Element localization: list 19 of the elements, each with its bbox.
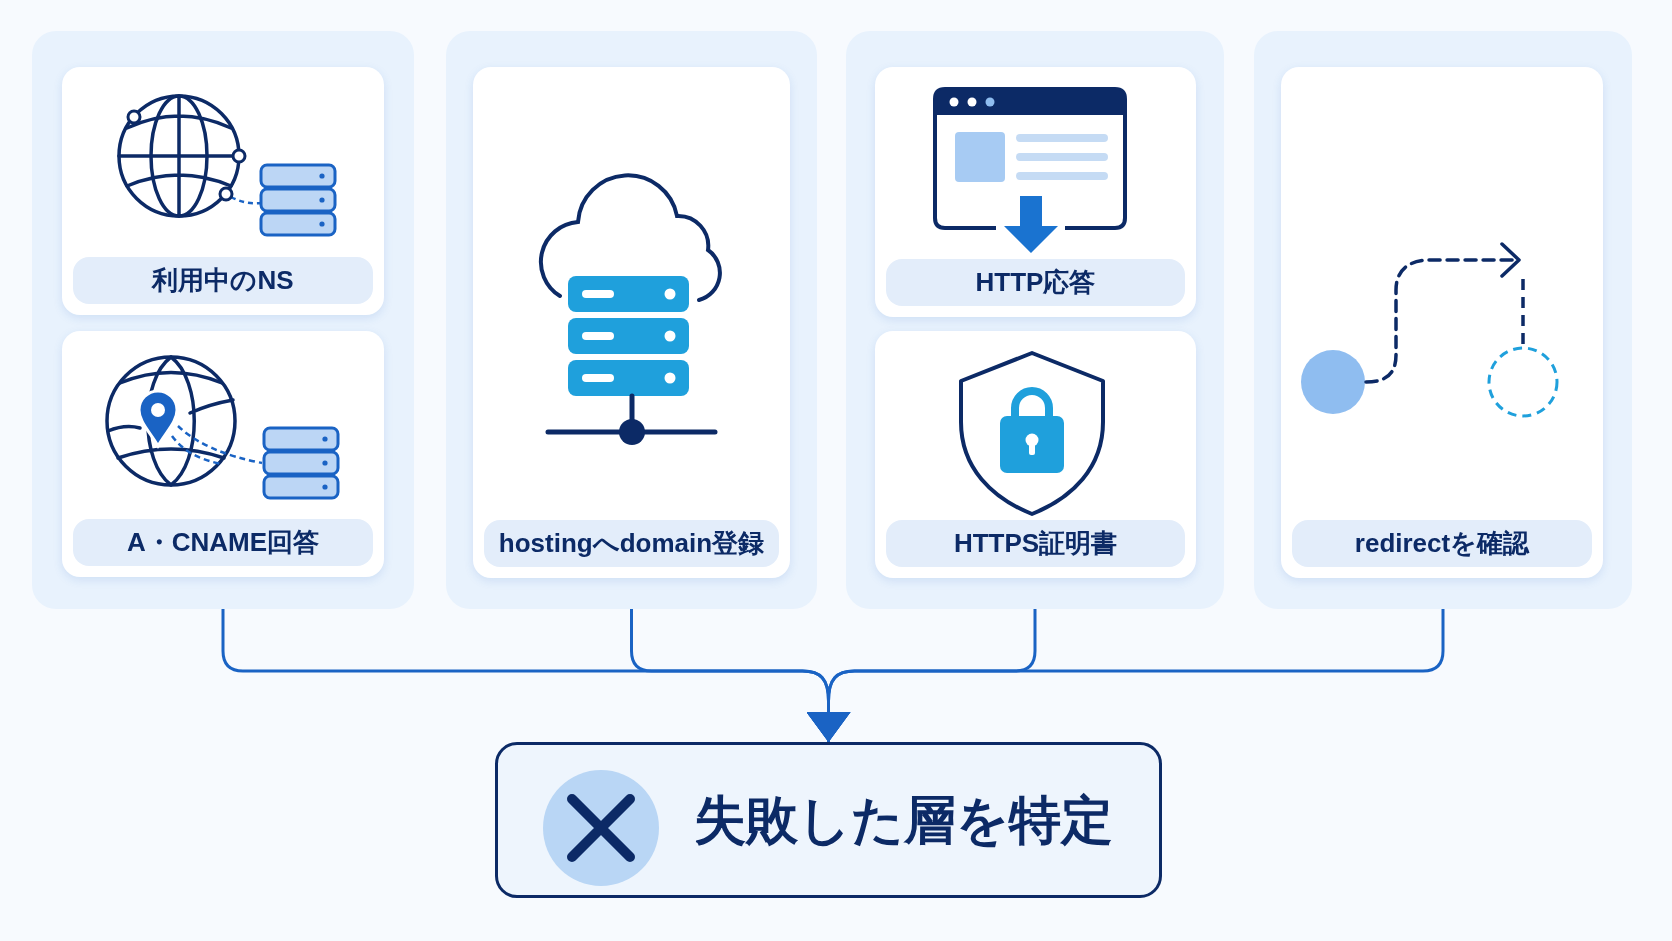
result-box [495, 742, 1162, 898]
layer-card [875, 331, 1196, 578]
card-label: 利用中のNS [73, 257, 373, 304]
column-panel [1254, 31, 1632, 609]
layer-card [875, 67, 1196, 317]
layer-card [1281, 67, 1603, 578]
layer-card [62, 331, 384, 577]
column-panel [846, 31, 1224, 609]
connector [806, 609, 1445, 742]
card-label: hostingへdomain登録 [484, 520, 779, 567]
column-panel [32, 31, 414, 609]
layer-card [473, 67, 790, 578]
card-label: HTTPS証明書 [886, 520, 1185, 567]
layer-card [62, 67, 384, 315]
result-text: 失敗した層を特定 [694, 790, 1113, 851]
column-panel [446, 31, 817, 609]
card-label: HTTP応答 [886, 259, 1185, 306]
card-label: redirectを確認 [1292, 520, 1592, 567]
card-label: A・CNAME回答 [73, 519, 373, 566]
